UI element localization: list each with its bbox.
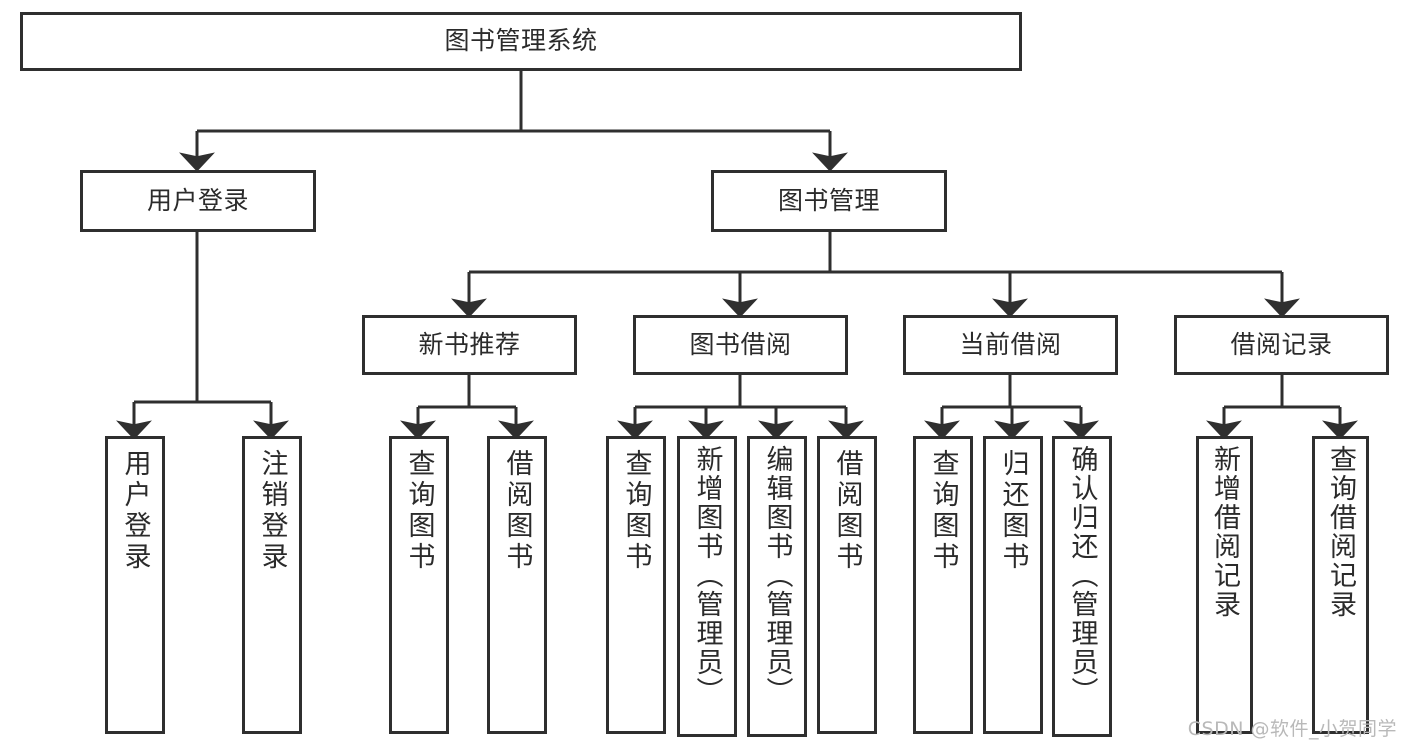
leaf-user-login[interactable]: 用户登录 bbox=[105, 436, 165, 734]
leaf-user-login-label: 用户登录 bbox=[119, 449, 151, 573]
node-root-label: 图书管理系统 bbox=[444, 26, 598, 56]
leaf-return-book[interactable]: 归还图书 bbox=[983, 436, 1043, 734]
node-new-book-rec-label: 新书推荐 bbox=[418, 329, 521, 359]
leaf-borrow-book-1[interactable]: 借阅图书 bbox=[487, 436, 547, 734]
leaf-confirm-return-label: 确认归还（管理员） bbox=[1066, 445, 1098, 706]
leaf-edit-book-label: 编辑图书（管理员） bbox=[761, 445, 793, 706]
leaf-add-book[interactable]: 新增图书（管理员） bbox=[677, 436, 737, 737]
leaf-query-book-2[interactable]: 查询图书 bbox=[606, 436, 666, 734]
leaf-query-book-1-label: 查询图书 bbox=[403, 449, 435, 573]
leaf-add-book-label: 新增图书（管理员） bbox=[691, 445, 723, 706]
leaf-query-book-3-label: 查询图书 bbox=[927, 449, 959, 573]
node-book-manage-label: 图书管理 bbox=[777, 185, 880, 215]
leaf-add-record[interactable]: 新增借阅记录 bbox=[1196, 436, 1253, 734]
node-current-borrow-label: 当前借阅 bbox=[959, 329, 1062, 359]
node-book-borrow-label: 图书借阅 bbox=[689, 329, 792, 359]
leaf-add-record-label: 新增借阅记录 bbox=[1209, 445, 1240, 619]
leaf-return-book-label: 归还图书 bbox=[997, 449, 1029, 573]
leaf-edit-book[interactable]: 编辑图书（管理员） bbox=[747, 436, 807, 737]
leaf-borrow-book-1-label: 借阅图书 bbox=[501, 449, 533, 573]
leaf-query-book-2-label: 查询图书 bbox=[620, 449, 652, 573]
leaf-borrow-book-2-label: 借阅图书 bbox=[831, 449, 863, 573]
watermark: CSDN @软件_小贺同学 bbox=[1187, 718, 1397, 740]
node-user-login-label: 用户登录 bbox=[146, 185, 249, 215]
node-borrow-record[interactable]: 借阅记录 bbox=[1174, 315, 1389, 375]
leaf-query-book-3[interactable]: 查询图书 bbox=[913, 436, 973, 734]
leaf-query-record-label: 查询借阅记录 bbox=[1325, 445, 1356, 619]
leaf-logout[interactable]: 注销登录 bbox=[242, 436, 302, 734]
node-user-login[interactable]: 用户登录 bbox=[80, 170, 316, 232]
node-borrow-record-label: 借阅记录 bbox=[1230, 329, 1333, 359]
node-root[interactable]: 图书管理系统 bbox=[20, 12, 1022, 71]
node-book-borrow[interactable]: 图书借阅 bbox=[633, 315, 848, 375]
leaf-query-book-1[interactable]: 查询图书 bbox=[389, 436, 449, 734]
leaf-query-record[interactable]: 查询借阅记录 bbox=[1312, 436, 1369, 734]
leaf-confirm-return[interactable]: 确认归还（管理员） bbox=[1052, 436, 1112, 737]
leaf-borrow-book-2[interactable]: 借阅图书 bbox=[817, 436, 877, 734]
node-new-book-rec[interactable]: 新书推荐 bbox=[362, 315, 577, 375]
leaf-logout-label: 注销登录 bbox=[256, 449, 288, 573]
node-current-borrow[interactable]: 当前借阅 bbox=[903, 315, 1118, 375]
node-book-manage[interactable]: 图书管理 bbox=[711, 170, 947, 232]
